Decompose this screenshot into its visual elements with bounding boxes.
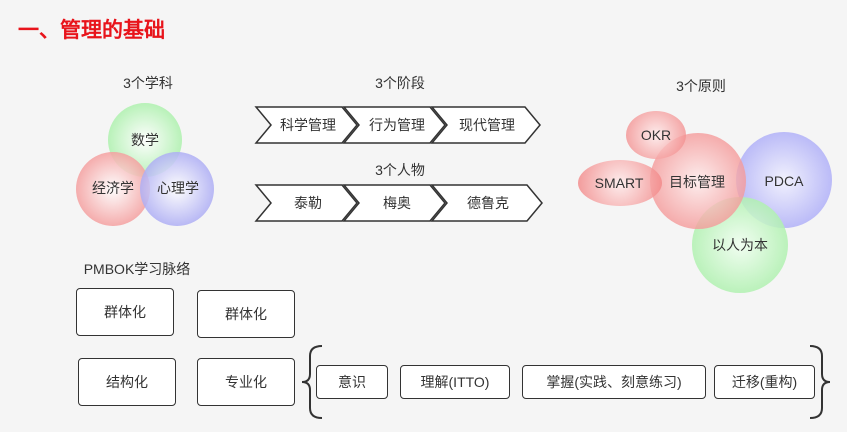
discipline-circle-economics [76,152,150,226]
principle-label-smart: SMART [594,175,644,191]
pmbok-step-awareness: 意识 [316,365,388,399]
people-label-3: 德鲁克 [467,195,509,211]
people-label-1: 泰勒 [294,195,322,211]
stage-label-2: 行为管理 [369,117,425,133]
pmbok-title: PMBOK学习脉络 [83,261,191,277]
discipline-label-economics: 经济学 [92,180,134,196]
stage-label-3: 现代管理 [459,117,515,133]
principle-label-goal: 目标管理 [669,174,725,190]
principle-circle-okr [626,111,686,159]
principle-label-pdca: PDCA [764,173,804,189]
pmbok-box-1: 群体化 [76,288,174,336]
pmbok-box-3: 结构化 [78,358,176,406]
people-label-2: 梅奥 [383,195,411,211]
stage-chevron-3 [430,106,541,144]
pmbok-step-mastery: 掌握(实践、刻意练习) [522,365,706,399]
stage-chevron-2 [342,106,446,144]
principle-label-okr: OKR [640,127,672,143]
discipline-label-math: 数学 [131,132,159,148]
principle-circle-smart [578,160,662,206]
principles-title: 3个原则 [676,78,726,94]
pmbok-box-2: 群体化 [197,290,295,338]
stage-label-1: 科学管理 [280,117,336,133]
discipline-circle-psychology [140,152,214,226]
people-chevron-2 [342,184,446,222]
pmbok-step-understanding: 理解(ITTO) [400,365,510,399]
right-brace [809,345,831,419]
disciplines-title: 3个学科 [123,75,173,91]
left-brace [301,345,323,419]
people-chevron-3 [430,184,543,222]
section-heading: 一、管理的基础 [18,18,165,42]
discipline-label-psychology: 心理学 [157,180,199,196]
stages-title: 3个阶段 [375,75,425,91]
people-chevron-1 [254,184,358,222]
pmbok-box-4: 专业化 [197,358,295,406]
principle-label-people: 以人为本 [712,237,768,253]
pmbok-step-transfer: 迁移(重构) [714,365,815,399]
people-title: 3个人物 [375,162,425,178]
stage-chevron-1 [254,106,358,144]
